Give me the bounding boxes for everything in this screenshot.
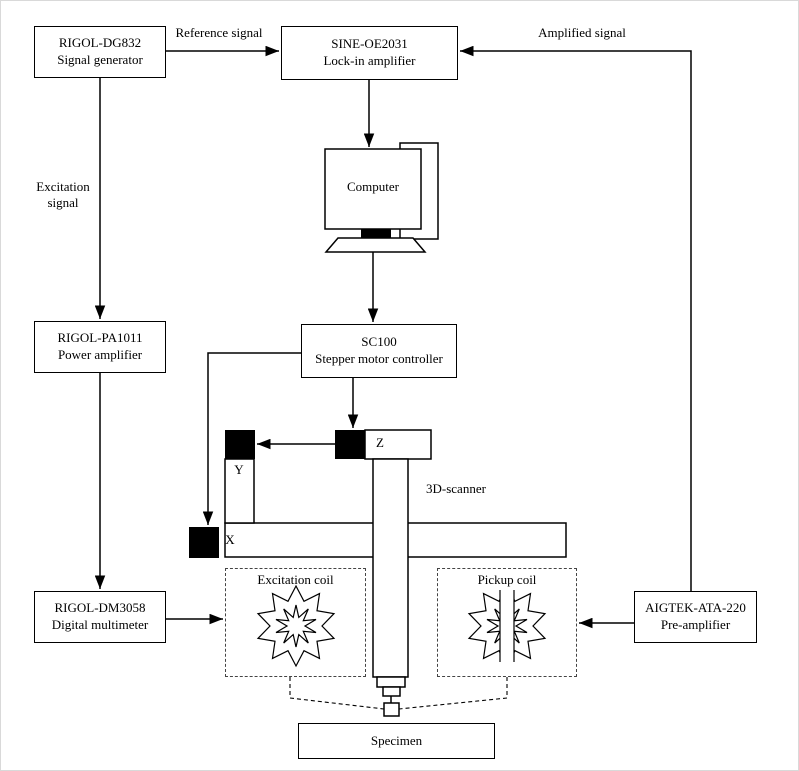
scanner-label: 3D-scanner: [426, 481, 486, 496]
excitation-signal-label: Excitation signal: [25, 179, 101, 212]
scanner-z-column: [372, 458, 409, 678]
y-axis-label: Y: [234, 462, 244, 477]
z-motor-block: [335, 430, 365, 459]
pickup-coil-lead: [398, 677, 508, 710]
pickup-coil-right-inner: [514, 608, 528, 644]
lock-in-amplifier-box: SINE-OE2031 Lock-in amplifier: [281, 26, 458, 80]
reference-signal-label: Reference signal: [175, 25, 263, 40]
computer-stand-shape: [361, 229, 391, 238]
signal-generator-box: RIGOL-DG832 Signal generator: [34, 26, 166, 78]
stepper-controller-box: SC100 Stepper motor controller: [301, 324, 457, 378]
power-amplifier-name: Power amplifier: [57, 347, 143, 362]
excitation-signal-label-line2: signal: [47, 195, 79, 211]
pre-amplifier-name: Pre-amplifier: [660, 617, 731, 632]
z-axis-label: Z: [376, 435, 384, 450]
lock-in-amplifier-model: SINE-OE2031: [331, 36, 408, 52]
excitation-coil-box: [225, 568, 366, 677]
probe-holder-lower: [382, 686, 401, 697]
computer-monitor-shape: [324, 148, 422, 230]
specimen-box: Specimen: [298, 723, 495, 759]
pickup-coil-left-outer: [467, 592, 500, 660]
controller-to-x-axis-line: [202, 352, 301, 525]
computer-label: Computer: [347, 178, 399, 194]
pickup-coil-left-half: [467, 592, 500, 660]
probe-holder-upper: [376, 676, 406, 688]
excitation-coil-lead: [289, 677, 385, 710]
amplified-signal-line: [460, 45, 692, 591]
stepper-controller-name: Stepper motor controller: [315, 351, 443, 366]
probe-tip-block: [383, 702, 400, 717]
computer-base-shape: [324, 237, 427, 253]
stepper-controller-model: SC100: [361, 334, 397, 350]
y-motor-block: [225, 430, 255, 459]
lock-in-amplifier-name: Lock-in amplifier: [323, 53, 416, 68]
pickup-coil-label: Pickup coil: [477, 572, 537, 587]
scanner-z-label-block: [364, 429, 432, 460]
excitation-coil-inner: [275, 604, 317, 648]
pickup-coil-right-outer: [514, 592, 547, 660]
excitation-signal-label-line1: Excitation: [36, 179, 90, 194]
x-motor-block: [189, 527, 219, 558]
signal-generator-name: Signal generator: [57, 52, 143, 67]
excitation-coil-outer: [256, 584, 336, 668]
digital-multimeter-model: RIGOL-DM3058: [54, 600, 146, 616]
pre-amplifier-box: AIGTEK-ATA-220 Pre-amplifier: [634, 591, 757, 643]
pickup-coil-right-half: [514, 592, 547, 660]
digital-multimeter-name: Digital multimeter: [51, 617, 149, 632]
pickup-coil-box: [437, 568, 577, 677]
pre-amplifier-model: AIGTEK-ATA-220: [645, 600, 746, 616]
x-axis-label: X: [225, 532, 235, 547]
specimen-name: Specimen: [370, 732, 423, 748]
excitation-coil-label: Excitation coil: [257, 572, 334, 587]
power-amplifier-box: RIGOL-PA1011 Power amplifier: [34, 321, 166, 373]
signal-generator-model: RIGOL-DG832: [58, 35, 142, 51]
amplified-signal-label: Amplified signal: [538, 25, 626, 40]
digital-multimeter-box: RIGOL-DM3058 Digital multimeter: [34, 591, 166, 643]
pickup-coil-left-inner: [486, 608, 500, 644]
power-amplifier-model: RIGOL-PA1011: [57, 330, 143, 346]
